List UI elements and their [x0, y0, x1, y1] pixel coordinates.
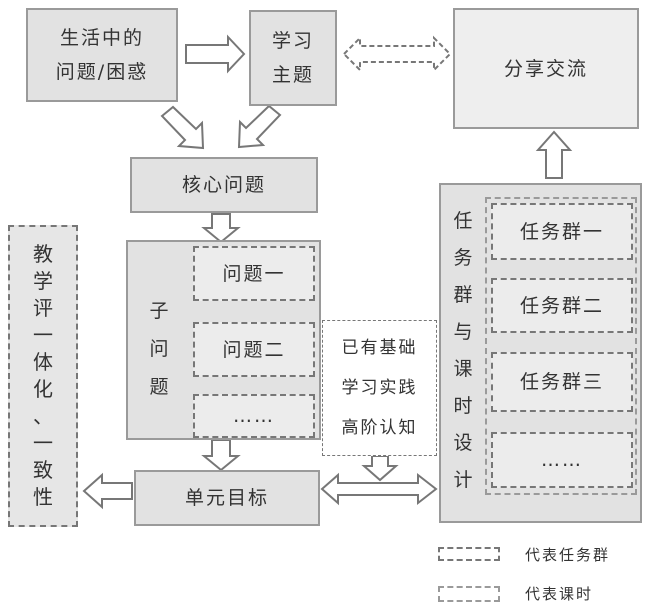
unit-goal-box: 单元目标: [134, 470, 320, 526]
learning-theme-box: 学习 主题: [249, 10, 337, 106]
arrow-core-to-sub: [201, 213, 241, 244]
question-two-box: 问题二: [193, 322, 315, 377]
sub-question-label: 子 问 题: [149, 300, 169, 398]
arrow-goal-tasks-double: [320, 472, 438, 506]
arrow-problem-to-core: [160, 105, 205, 150]
question-more-text: ……: [233, 405, 275, 427]
legend-class-hour-label: 代表课时: [525, 585, 594, 603]
task-group-1-box: 任务群一: [491, 203, 633, 260]
task-group-more-text: ……: [541, 449, 583, 471]
prior-text: 已有基础 学习实践 高阶认知: [341, 338, 418, 438]
core-question-box: 核心问题: [130, 157, 318, 213]
arrow-tasks-to-share: [535, 130, 573, 179]
task-group-more-box: ……: [491, 432, 633, 488]
arrow-theme-to-core: [237, 104, 282, 149]
task-design-label: 任 务 群 与 课 时 设 计: [453, 210, 473, 491]
arrow-sub-to-goal: [201, 439, 241, 472]
task-group-frame: [485, 197, 637, 495]
arrow-theme-share-dashed: [342, 35, 452, 73]
arrow-goal-to-consistency: [82, 472, 133, 510]
question-one-box: 问题一: [193, 246, 315, 301]
share-box: 分享交流: [453, 8, 639, 129]
task-group-3-box: 任务群三: [491, 352, 633, 412]
life-problem-box: 生活中的 问题/困惑: [26, 8, 178, 102]
legend-task-group-swatch: [438, 547, 500, 561]
legend-task-group-label: 代表任务群: [525, 546, 611, 564]
arrow-problem-to-theme: [185, 34, 246, 74]
question-two-text: 问题二: [222, 338, 286, 361]
consistency-box: 教 学 评 一 体 化 、 一 致 性: [8, 225, 78, 527]
prior-box: 已有基础 学习实践 高阶认知: [322, 320, 437, 456]
task-group-1-text: 任务群一: [519, 220, 604, 243]
consistency-text: 教 学 评 一 体 化 、 一 致 性: [33, 242, 53, 509]
question-one-text: 问题一: [222, 262, 286, 285]
core-question-text: 核心问题: [181, 174, 266, 196]
task-group-3-text: 任务群三: [519, 371, 604, 393]
legend-class-hour-swatch: [438, 586, 500, 602]
learning-theme-text: 学习 主题: [271, 30, 314, 86]
unit-goal-text: 单元目标: [184, 487, 269, 509]
question-more-box: ……: [193, 394, 315, 438]
task-group-2-box: 任务群二: [491, 278, 633, 333]
share-text: 分享交流: [503, 57, 588, 80]
life-problem-text: 生活中的 问题/困惑: [55, 27, 149, 83]
arrow-prior-down: [361, 455, 399, 482]
task-group-2-text: 任务群二: [519, 294, 604, 317]
